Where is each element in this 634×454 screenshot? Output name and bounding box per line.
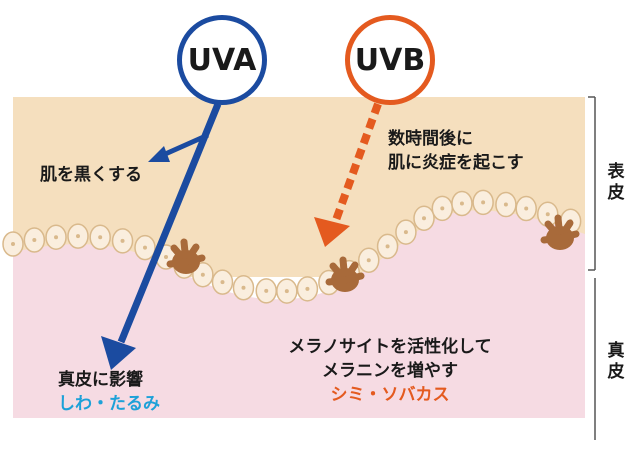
uvb-result: シミ・ソバカス [330,384,450,405]
uvb-surface-effect-label: 数時間後に 肌に炎症を起こす [388,128,524,176]
dermis-label: 真 皮 [606,341,626,384]
cell-nucleus [524,206,529,211]
cell-nucleus [481,200,486,205]
melanocyte [325,256,365,292]
melanocyte [166,238,206,274]
cell-nucleus [11,242,15,246]
cell-nucleus [75,234,80,239]
melanocyte [540,214,580,250]
dermis-label-char2: 皮 [607,362,625,383]
epidermis-label-char2: 皮 [607,183,625,204]
uvb-badge: UVB [345,15,435,105]
cell-nucleus [98,235,103,240]
melanocyte-group [166,214,580,292]
uva-dermis-arrowhead [101,336,136,370]
cell-nucleus [440,206,445,211]
uvb-badge-label: UVB [354,42,426,78]
uvb-melanocyte-effect-label: メラノサイトを活性化して メラニンを増やす シミ・ソバカス [255,336,525,407]
uvb-melanocyte-line1: メラノサイトを活性化して [288,337,492,357]
cell-nucleus [164,255,169,260]
uva-dermis-effect-label: 真皮に影響 しわ・たるみ [58,369,160,417]
cell-nucleus [366,258,371,263]
uva-surface-arrowhead [148,146,170,162]
uva-surface-effect-label: 肌を黒くする [40,165,142,185]
cell-nucleus [284,289,289,294]
cell-nucleus [241,285,246,290]
cell-nucleus [143,245,148,250]
uvb-surface-effect-line1: 数時間後に [388,129,473,149]
cell-nucleus [403,230,408,235]
uvb-surface-effect-line2: 肌に炎症を起こす [388,152,524,173]
epidermis-label: 表 皮 [606,162,626,205]
cell-nucleus [32,237,37,242]
cell-nucleus [503,202,508,207]
uvb-melanocyte-line2: メラニンを増やす [322,360,458,381]
cell-nucleus [264,288,269,293]
cell-nucleus [200,272,205,277]
epidermis-label-char1: 表 [607,162,625,182]
uva-badge-label: UVA [187,42,257,78]
uvb-arrow [332,102,382,222]
uvb-arrowhead [314,217,350,247]
cell-nucleus [305,286,310,291]
dermis-label-char1: 真 [607,341,625,361]
cell-nucleus [54,235,59,240]
cell-nucleus [459,201,464,206]
uva-dermis-arrow [117,102,222,344]
cell-nucleus [120,238,125,243]
uva-dermis-result: しわ・たるみ [58,393,160,414]
cell-nucleus [385,244,390,249]
cell-nucleus [545,212,550,217]
uva-dermis-effect-line: 真皮に影響 [58,370,143,390]
cell-nucleus [421,216,426,221]
cell-nucleus [220,280,225,285]
uva-badge: UVA [177,15,267,105]
